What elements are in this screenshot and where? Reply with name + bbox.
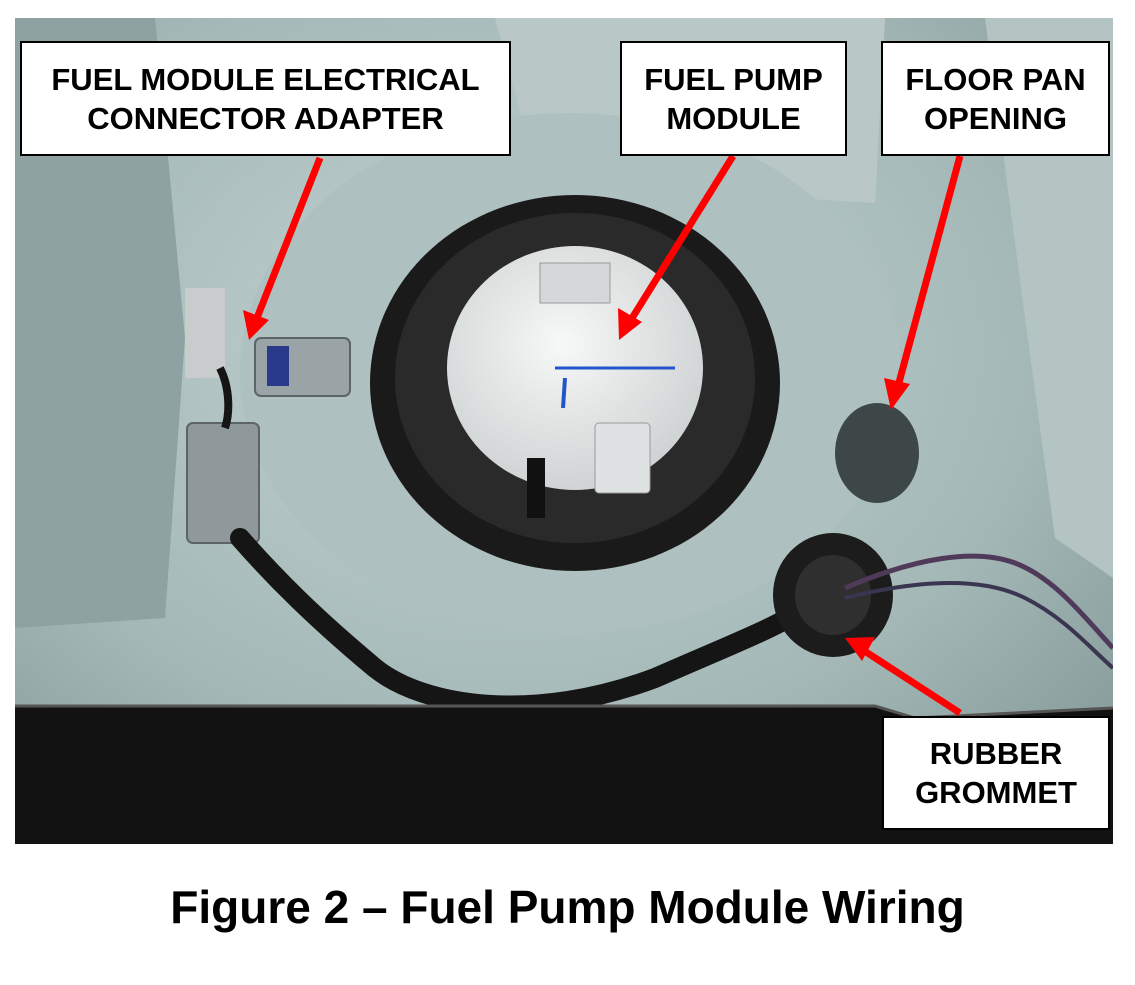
arrow-fuel-pump-module <box>626 154 736 325</box>
exiting-wires <box>844 553 1113 650</box>
arrowhead-rubber-grommet <box>845 637 875 661</box>
arrowhead-connector-adapter <box>243 310 269 340</box>
callout-arrows <box>243 154 964 716</box>
adapter-wire <box>216 366 233 430</box>
grommet-center <box>795 555 871 635</box>
wire-harness <box>230 528 815 716</box>
arrow-connector-adapter <box>251 156 324 325</box>
callout-rubber-grommet: RUBBER GROMMET <box>882 716 1110 830</box>
left-panel <box>15 18 185 628</box>
exiting-wires-2 <box>844 581 1113 670</box>
module-stem <box>527 458 545 518</box>
module-marking-2 <box>561 377 567 409</box>
trunk-carpet <box>15 706 1113 844</box>
figure-caption: Figure 2 – Fuel Pump Module Wiring <box>170 881 965 933</box>
arrow-rubber-grommet <box>861 647 962 716</box>
callout-floor-pan-opening: FLOOR PAN OPENING <box>881 41 1110 156</box>
carpet-edge <box>15 704 1113 720</box>
arrow-floor-pan-opening <box>893 155 964 391</box>
harness-connector <box>186 422 260 544</box>
callout-fuel-pump-module: FUEL PUMP MODULE <box>620 41 847 156</box>
right-panel <box>985 18 1113 578</box>
module-connector <box>594 422 651 494</box>
module-label <box>539 262 611 304</box>
connector-latch <box>267 346 289 386</box>
connector-bracket <box>185 288 225 378</box>
arrowhead-floor-pan-opening <box>884 378 910 410</box>
callout-connector-adapter: FUEL MODULE ELECTRICAL CONNECTOR ADAPTER <box>20 41 511 156</box>
arrowhead-fuel-pump-module <box>618 308 642 340</box>
floor-pan-opening <box>835 403 919 503</box>
